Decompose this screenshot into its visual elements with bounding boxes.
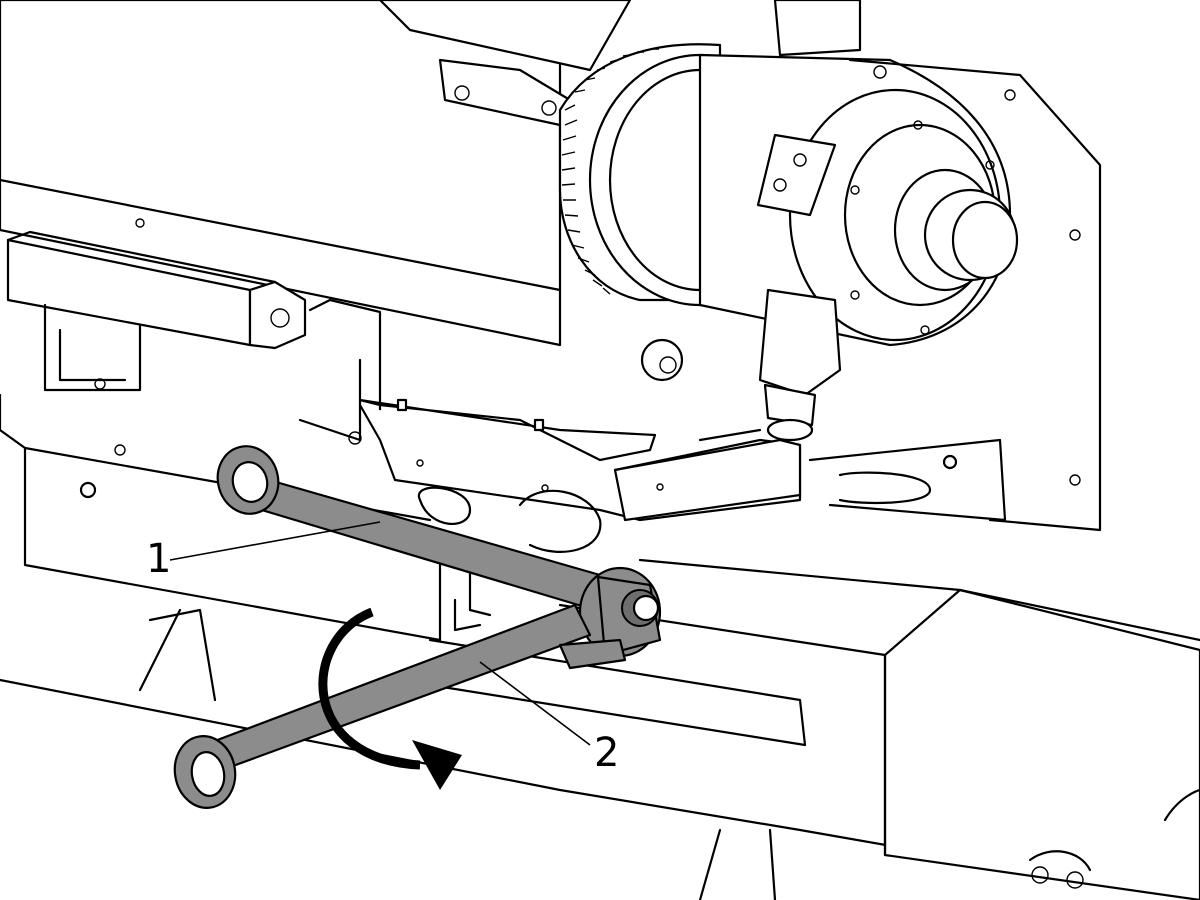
gearbox-block	[378, 0, 632, 127]
callout-2-label: 2	[594, 730, 619, 776]
clockwise-arrow-icon	[318, 607, 462, 790]
callout-1-label: 1	[146, 536, 171, 582]
callout-2-leader	[479, 661, 591, 746]
gear-and-motor	[558, 0, 1102, 532]
nozzle-fitting	[640, 288, 842, 442]
wrench-1	[216, 445, 662, 658]
wrench-2	[173, 603, 627, 809]
callout-1-leader	[169, 521, 381, 561]
bracket-tray	[358, 398, 1007, 642]
left-rail	[0, 0, 562, 499]
